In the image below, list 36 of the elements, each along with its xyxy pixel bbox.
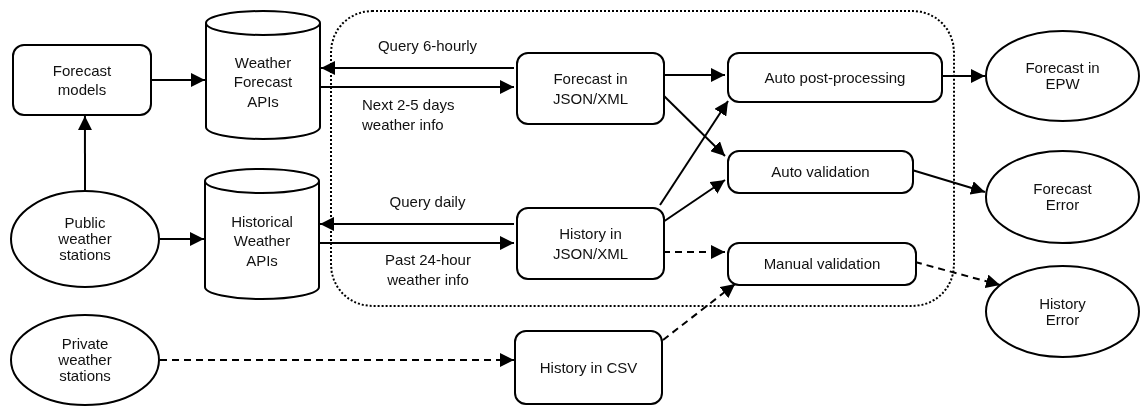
node-label: History Error <box>1038 295 1087 328</box>
dashed-arrow <box>662 283 737 341</box>
arrow <box>77 115 92 191</box>
node-label: Forecast Error <box>1032 181 1093 213</box>
node-label: Forecast in JSON/XML <box>552 69 629 108</box>
arrow <box>319 236 515 251</box>
edge-label: Past 24-hour weather info <box>384 250 472 291</box>
arrow <box>151 72 206 87</box>
process-box <box>12 44 152 116</box>
arrow <box>320 80 515 94</box>
arrow <box>659 100 729 206</box>
edge-label: Query 6-hourly <box>376 36 479 56</box>
node-label: History in CSV <box>539 357 638 378</box>
node-label: Forecast in EPW <box>1024 60 1101 92</box>
process-box <box>727 52 943 103</box>
node-label: Forecast models <box>51 60 113 100</box>
process-box <box>727 150 914 194</box>
arrow <box>320 61 515 75</box>
dashed-arrow <box>159 353 515 367</box>
node-label: Auto validation <box>771 162 870 182</box>
node-label: Auto post-processing <box>764 67 906 88</box>
node-label: Public weather stations <box>57 215 113 263</box>
node-label: Manual validation <box>763 254 881 274</box>
process-box <box>516 52 665 125</box>
edge-label: Next 2-5 days weather info <box>362 95 456 136</box>
process-box <box>516 207 665 280</box>
process-box <box>514 330 663 405</box>
node-label: Weather Forecast APIs <box>232 52 294 112</box>
dotted-group-boundary <box>330 10 955 307</box>
process-box <box>727 242 917 286</box>
edge-label: Query daily <box>388 192 467 212</box>
arrow <box>319 216 515 231</box>
arrow <box>159 232 205 246</box>
node-label: Private weather stations <box>57 336 113 384</box>
node-label: History in JSON/XML <box>552 224 629 263</box>
node-label: Historical Weather APIs <box>230 211 294 271</box>
